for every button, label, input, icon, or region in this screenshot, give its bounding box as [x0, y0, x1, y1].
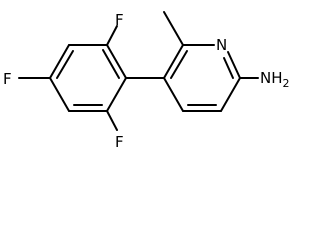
amine-label-subscript: 2	[283, 77, 290, 90]
pyridine-nitrogen-label: N	[216, 36, 227, 54]
bond-c4-c5	[49, 77, 70, 112]
bond-p3-p2	[163, 44, 184, 79]
bond-c1-c2-inner	[102, 49, 120, 79]
molecule-structure: F F F N NH2	[3, 11, 290, 151]
bond-p3-p2-inner	[170, 50, 188, 79]
bond-c3-c4	[49, 44, 70, 79]
bond-n1-p6	[227, 51, 241, 79]
bond-p6-p5	[220, 77, 241, 112]
bond-c3-c4-inner	[56, 50, 74, 79]
trifluorophenyl-ring	[18, 25, 127, 131]
bond-p4-p3	[163, 77, 184, 112]
bond-n1-p6-inner	[223, 57, 234, 79]
bond-c6-c1	[106, 77, 127, 112]
amine-label: NH2	[260, 69, 290, 90]
fluorine-bottom-label: F	[115, 133, 124, 151]
bond-methyl	[163, 11, 184, 46]
bond-c1-c2	[106, 44, 127, 79]
amine-label-main: NH	[260, 69, 283, 87]
bond-c2-f-top	[106, 25, 118, 46]
bond-c6-f-bottom	[106, 110, 118, 131]
fluorine-top-label: F	[115, 11, 124, 29]
pyridine-ring	[163, 44, 241, 112]
fluorine-left-label: F	[3, 70, 12, 88]
